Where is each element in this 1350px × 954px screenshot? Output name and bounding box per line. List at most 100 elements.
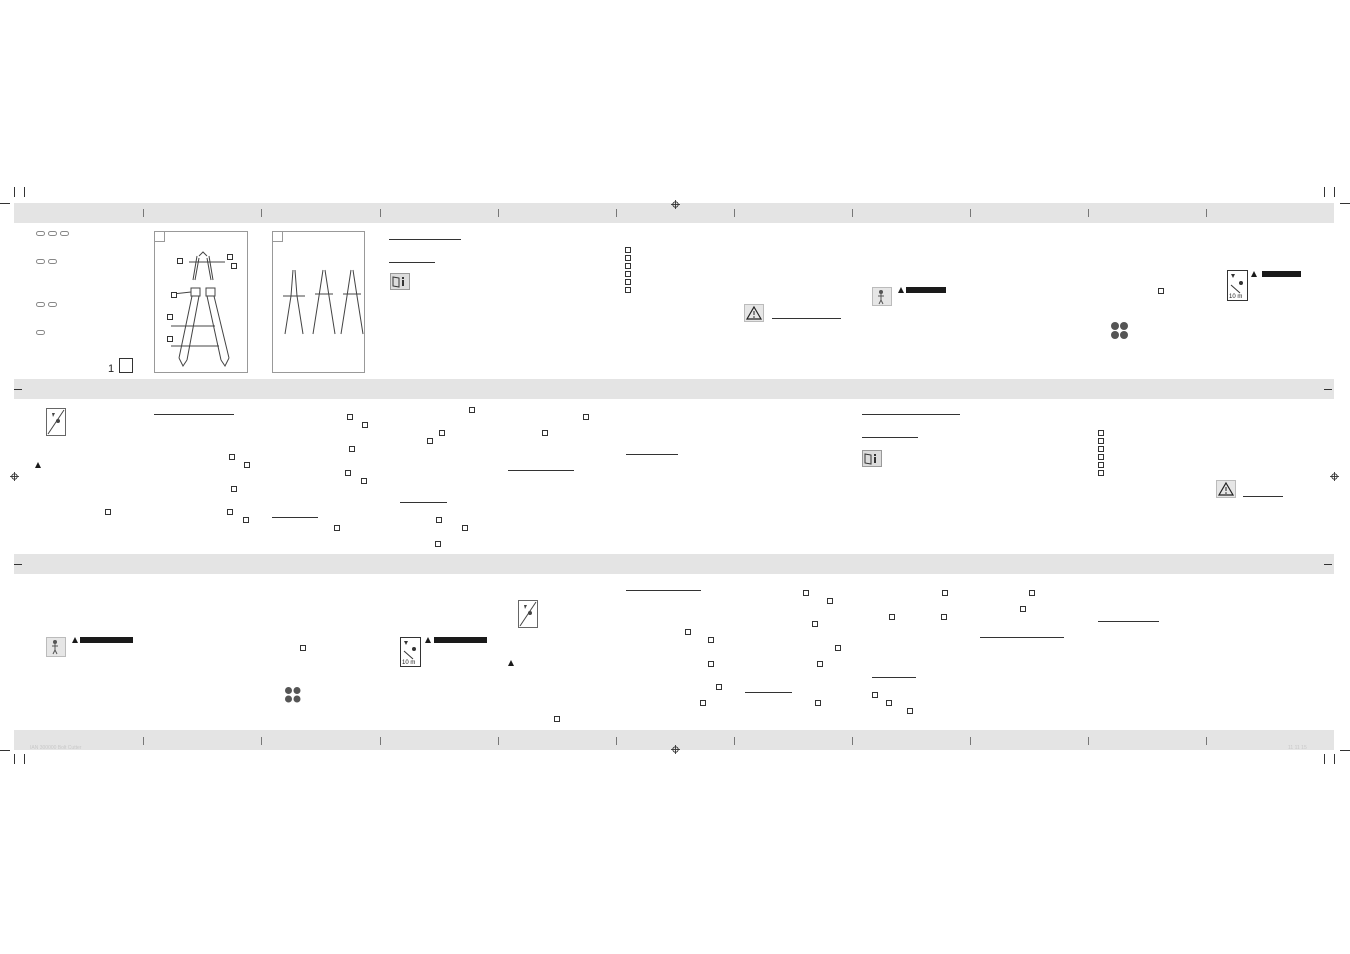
fold-mark xyxy=(1324,389,1332,390)
crop-mark xyxy=(1334,187,1335,197)
warning-bar xyxy=(906,287,946,293)
footer-column-tick xyxy=(1088,737,1089,745)
warning-small-icon xyxy=(508,660,514,666)
subheading-underline xyxy=(400,502,447,503)
callout-box xyxy=(708,637,714,643)
footer-column-tick xyxy=(852,737,853,745)
language-badge xyxy=(60,231,69,236)
language-badge xyxy=(36,330,45,335)
header-column-tick xyxy=(616,209,617,217)
language-badge xyxy=(48,259,57,264)
registration-mark-icon xyxy=(671,745,680,754)
footer-column-tick xyxy=(970,737,971,745)
callout-box xyxy=(300,645,306,651)
section-band-2 xyxy=(14,379,1334,399)
read-manual-icon xyxy=(862,450,882,467)
fold-mark xyxy=(14,564,22,565)
callout-box xyxy=(827,598,833,604)
footer-column-tick xyxy=(498,737,499,745)
part-list-box xyxy=(1098,462,1104,468)
callout-box xyxy=(886,700,892,706)
read-manual-icon xyxy=(390,273,410,290)
header-column-tick xyxy=(1206,209,1207,217)
callout-box xyxy=(817,661,823,667)
warning-small-icon xyxy=(425,637,431,643)
callout-box xyxy=(941,614,947,620)
language-badge xyxy=(36,259,45,264)
header-column-tick xyxy=(143,209,144,217)
crop-mark xyxy=(0,203,10,204)
crop-mark xyxy=(14,187,15,197)
warning-small-icon xyxy=(35,462,41,468)
header-band xyxy=(14,203,1334,223)
subheading-underline xyxy=(872,677,916,678)
callout-box xyxy=(872,692,878,698)
callout-box xyxy=(436,517,442,523)
callout-box xyxy=(462,525,468,531)
callout-box xyxy=(835,645,841,651)
no-children-icon xyxy=(518,600,538,628)
no-children-icon xyxy=(46,637,66,657)
header-column-tick xyxy=(498,209,499,217)
crop-mark xyxy=(1324,187,1325,197)
part-list-box xyxy=(625,263,631,269)
crop-mark xyxy=(24,754,25,764)
footer-right-text: 11 11 15 xyxy=(1288,745,1307,751)
callout-box xyxy=(1020,606,1026,612)
header-column-tick xyxy=(970,209,971,217)
registration-mark-icon xyxy=(671,200,680,209)
footer-column-tick xyxy=(380,737,381,745)
footer-column-tick xyxy=(1206,737,1207,745)
subheading-underline xyxy=(862,437,918,438)
callout-box xyxy=(227,254,233,260)
footer-left-text: IAN 300000 Bolt Cutter xyxy=(30,745,82,751)
heading-underline xyxy=(626,590,701,591)
callout-box xyxy=(942,590,948,596)
registration-mark-icon xyxy=(1330,472,1339,481)
footer-column-tick xyxy=(734,737,735,745)
warning-small-icon xyxy=(72,637,78,643)
callout-box xyxy=(167,314,173,320)
callout-box xyxy=(583,414,589,420)
svg-text:10 m: 10 m xyxy=(1229,294,1242,300)
callout-box xyxy=(435,541,441,547)
warning-small-icon xyxy=(898,287,904,293)
registration-mark-icon xyxy=(10,472,19,481)
subheading-underline xyxy=(626,454,678,455)
part-list-box xyxy=(625,271,631,277)
part-list-box xyxy=(625,255,631,261)
callout-box xyxy=(171,292,177,298)
callout-box xyxy=(231,263,237,269)
callout-box xyxy=(716,684,722,690)
callout-box xyxy=(349,446,355,452)
distance-10m-icon: 10 m xyxy=(400,637,421,667)
figure-number: 1 xyxy=(108,363,115,375)
callout-box xyxy=(105,509,111,515)
callout-box xyxy=(812,621,818,627)
callout-box xyxy=(708,661,714,667)
language-badge xyxy=(36,231,45,236)
no-children-icon xyxy=(872,287,892,306)
footer-column-tick xyxy=(616,737,617,745)
callout-box xyxy=(361,478,367,484)
part-list-box xyxy=(625,287,631,293)
header-column-tick xyxy=(261,209,262,217)
callout-box xyxy=(177,258,183,264)
warning-bar xyxy=(80,637,133,643)
no-children-icon xyxy=(46,408,66,436)
header-column-tick xyxy=(734,209,735,217)
callout-box xyxy=(334,525,340,531)
callout-box xyxy=(231,486,237,492)
header-column-tick xyxy=(1088,209,1089,217)
part-list-box xyxy=(1098,430,1104,436)
warning-triangle-icon xyxy=(1216,480,1236,498)
callout-box xyxy=(427,438,433,444)
callout-box xyxy=(469,407,475,413)
warning-small-icon xyxy=(1251,271,1257,277)
callout-box xyxy=(167,336,173,342)
callout-box xyxy=(815,700,821,706)
callout-box xyxy=(700,700,706,706)
fold-mark xyxy=(1324,564,1332,565)
callout-box xyxy=(554,716,560,722)
warning-triangle-icon xyxy=(744,304,764,322)
